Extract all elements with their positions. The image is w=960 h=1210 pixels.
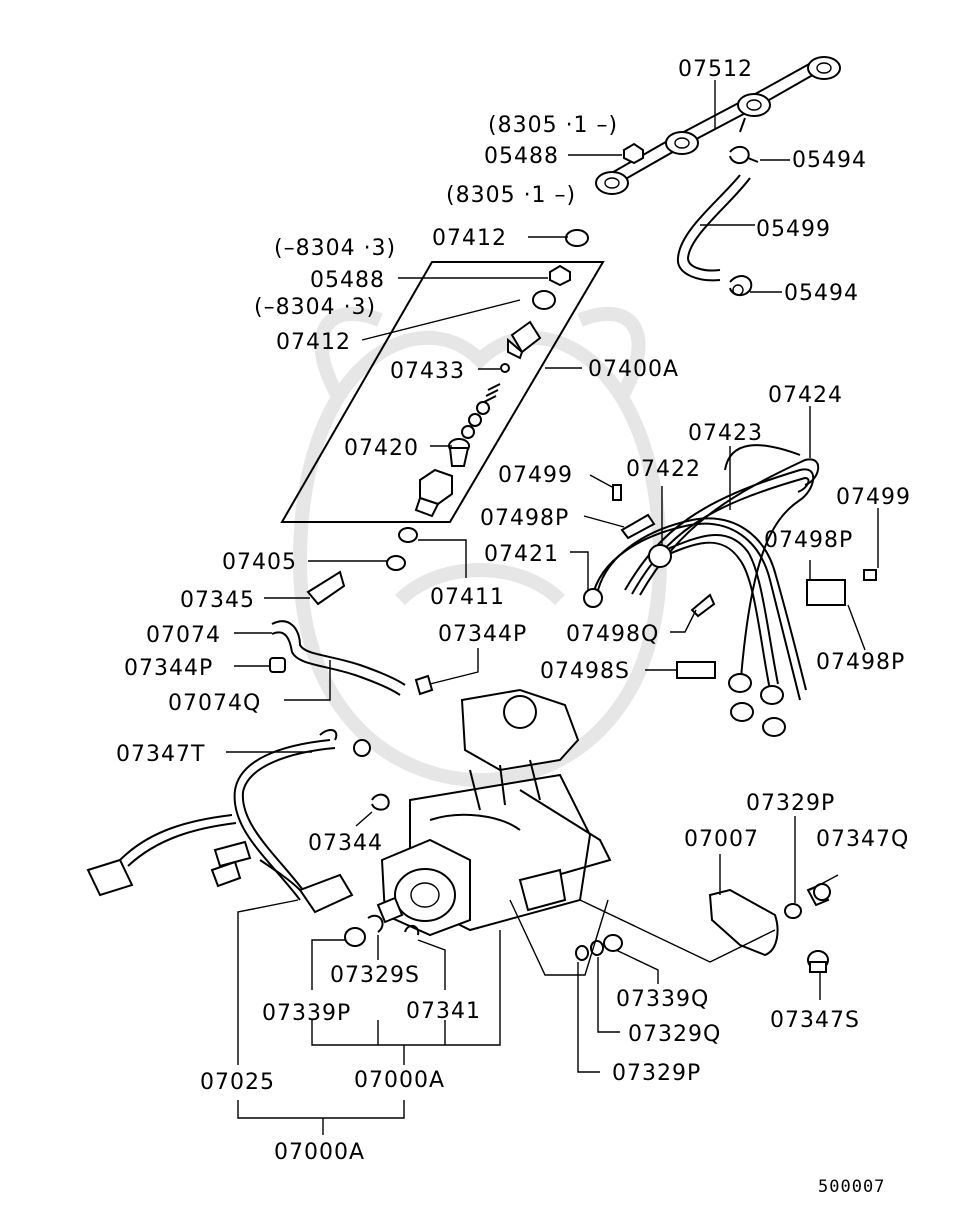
- label-07329P-b: 07329P: [612, 1061, 701, 1086]
- washer-07412-kit: [532, 290, 556, 310]
- label-07344: 07344: [308, 831, 383, 856]
- label-07329P-a: 07329P: [746, 791, 835, 816]
- clip-07344: [371, 793, 390, 811]
- washer-07329P-bottom: [575, 945, 589, 961]
- delivery-valve-07420: [448, 438, 470, 467]
- cap-07344P-left: [269, 657, 286, 673]
- label-07412-a: 07412: [432, 226, 507, 251]
- nut-05488-kit: [549, 264, 571, 287]
- label-07405: 07405: [222, 550, 297, 575]
- washer-07339P: [344, 927, 366, 947]
- clip-07347T: [319, 729, 371, 757]
- label-07007: 07007: [684, 827, 759, 852]
- label-05494-b: 05494: [784, 281, 859, 306]
- bracket-07007: [708, 888, 779, 957]
- label-07499-a: 07499: [498, 463, 573, 488]
- label-07339Q: 07339Q: [616, 987, 709, 1012]
- clip-07329S: [367, 914, 384, 933]
- key-07341: [404, 924, 420, 936]
- label-07344P-b: 07344P: [124, 656, 213, 681]
- label-serial-8304-a: (–8304 ·3): [274, 236, 396, 261]
- label-07339P: 07339P: [262, 1001, 351, 1026]
- washer-07412-top: [565, 229, 589, 247]
- label-07074: 07074: [146, 623, 221, 648]
- label-07498Q: 07498Q: [566, 622, 659, 647]
- label-serial-8305-b: (8305 ·1 –): [446, 183, 576, 208]
- valve-stack: [461, 401, 490, 439]
- washer-07405: [386, 555, 406, 571]
- bolt-07347Q: [806, 883, 831, 907]
- background-watermark-emblem: [292, 306, 668, 788]
- label-07498S: 07498S: [540, 659, 630, 684]
- leader-lines: [226, 80, 879, 1135]
- hose-05499-outer: [686, 177, 751, 272]
- label-07422: 07422: [626, 457, 701, 482]
- label-serial-8305-a: (8305 ·1 –): [488, 113, 618, 138]
- nut-05488-top: [623, 142, 644, 165]
- label-07347Q: 07347Q: [816, 827, 909, 852]
- label-05494-a: 05494: [792, 148, 867, 173]
- label-07344P-a: 07344P: [438, 622, 527, 647]
- bracket-07345: [306, 570, 346, 606]
- label-07512: 07512: [678, 57, 753, 82]
- label-07000A-b: 07000A: [274, 1140, 365, 1165]
- delivery-valve-kit-box: [280, 261, 605, 523]
- label-07498P-a: 07498P: [480, 506, 569, 531]
- label-07025: 07025: [200, 1070, 275, 1095]
- injection-pipes: [583, 444, 820, 737]
- clamp-07498S: [676, 661, 716, 679]
- part-number-labels: 07512 (8305 ·1 –) 05488 05494 (8305 ·1 –…: [116, 57, 911, 1197]
- clamp-07498P-left: [620, 513, 656, 540]
- label-07423: 07423: [688, 421, 763, 446]
- bolt-07499-right: [863, 569, 877, 581]
- bolt-07347S: [807, 950, 829, 973]
- label-07499-b: 07499: [836, 485, 911, 510]
- label-07420: 07420: [344, 436, 419, 461]
- label-05488-a: 05488: [484, 144, 559, 169]
- ball-07433: [500, 363, 510, 373]
- label-07347S: 07347S: [770, 1008, 860, 1033]
- label-07341: 07341: [406, 999, 481, 1024]
- label-07329Q: 07329Q: [628, 1022, 721, 1047]
- clip-05494-bottom: [729, 275, 753, 296]
- label-05499: 05499: [756, 217, 831, 242]
- label-07329S: 07329S: [330, 963, 420, 988]
- washer-07411: [398, 527, 418, 543]
- injection-pump-body: [376, 688, 612, 937]
- label-07421: 07421: [484, 542, 559, 567]
- washer-07339Q: [603, 934, 623, 952]
- clamp-07498P-right: [806, 579, 846, 606]
- label-07412-b: 07412: [276, 330, 351, 355]
- hose-05499: [676, 174, 741, 282]
- valve-seat-body: [414, 468, 453, 518]
- label-07411: 07411: [430, 585, 505, 610]
- washer-07329P-right: [784, 903, 802, 919]
- label-07345: 07345: [180, 588, 255, 613]
- wiring-harness: [86, 739, 354, 914]
- label-07424: 07424: [768, 383, 843, 408]
- label-serial-8304-b: (–8304 ·3): [254, 295, 376, 320]
- delivery-valve-holder: [507, 320, 542, 360]
- label-07498P-b: 07498P: [764, 528, 853, 553]
- label-07400A: 07400A: [588, 357, 679, 382]
- hose-07074-outer: [271, 631, 401, 696]
- hose-07074: [271, 620, 406, 686]
- label-07347T: 07347T: [116, 742, 205, 767]
- spring: [483, 383, 501, 403]
- label-05488-b: 05488: [310, 268, 385, 293]
- drawing-number: 500007: [818, 1177, 885, 1197]
- cap-07344P-right: [414, 674, 434, 696]
- clamp-07498Q: [690, 593, 716, 618]
- label-07074Q: 07074Q: [168, 691, 261, 716]
- bolt-07499-left: [612, 484, 622, 501]
- label-07433: 07433: [390, 359, 465, 384]
- label-07498P-c: 07498P: [816, 650, 905, 675]
- label-07000A-a: 07000A: [354, 1068, 445, 1093]
- clip-05494-top: [729, 145, 759, 164]
